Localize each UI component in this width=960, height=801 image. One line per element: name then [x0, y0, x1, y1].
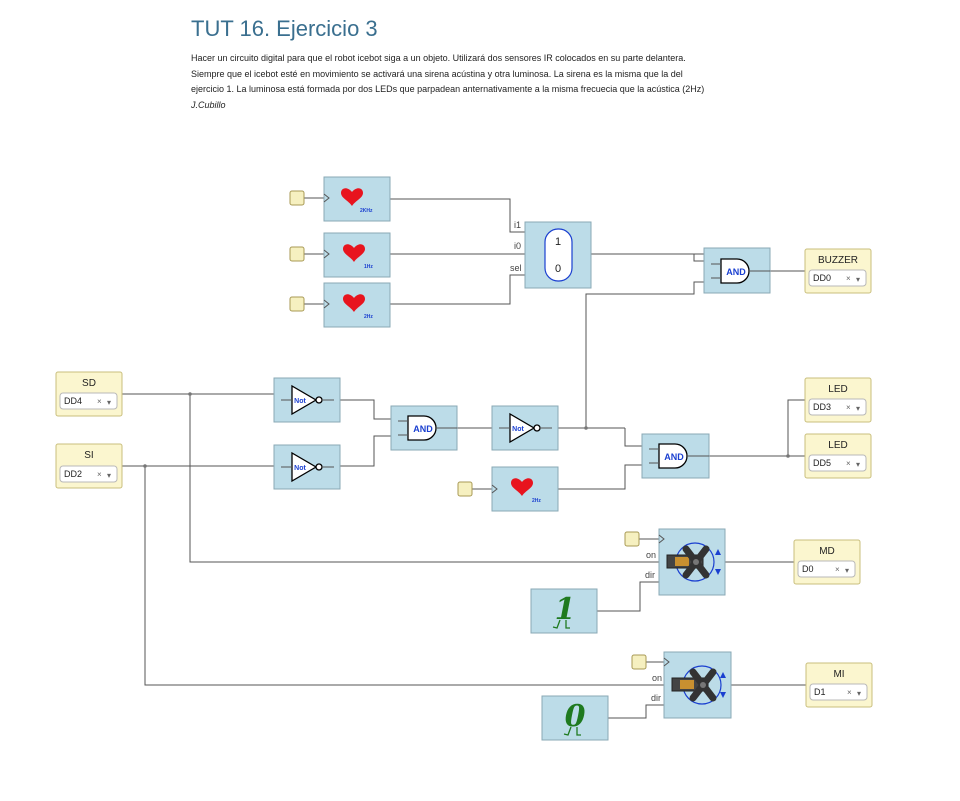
and-gate-leds[interactable]: AND: [641, 433, 710, 479]
pin-title: BUZZER: [818, 255, 858, 266]
not-gate-si[interactable]: Not: [273, 444, 341, 490]
pin-value: DD3: [813, 402, 831, 412]
constant-value: 1: [555, 592, 576, 627]
clock-2hz-b[interactable]: 2Hz: [491, 466, 559, 512]
mux-sel-label: sel: [510, 263, 522, 273]
chevron-down-icon[interactable]: ▾: [856, 275, 860, 284]
clear-icon[interactable]: ×: [97, 397, 102, 406]
clear-icon[interactable]: ×: [846, 403, 851, 412]
clock-label: 2KHz: [360, 208, 373, 214]
mux-top-label: 1: [555, 236, 561, 248]
not-label: Not: [512, 426, 524, 433]
chevron-down-icon[interactable]: ▾: [107, 398, 111, 407]
clock-enable-4[interactable]: [457, 481, 473, 497]
pin-title: MI: [833, 669, 844, 680]
pin-select[interactable]: [808, 269, 867, 287]
clock-2khz[interactable]: 2KHz: [323, 176, 391, 222]
output-led-1[interactable]: LED DD3 × ▾: [804, 377, 872, 423]
pin-value: D0: [802, 564, 814, 574]
pin-value: DD4: [64, 396, 82, 406]
clear-icon[interactable]: ×: [847, 688, 852, 697]
servo-mi-enable[interactable]: [631, 654, 647, 670]
clock-label: 2Hz: [532, 498, 541, 504]
clear-icon[interactable]: ×: [846, 274, 851, 283]
output-buzzer[interactable]: BUZZER DD0 × ▾: [804, 248, 872, 294]
not-gate-sd[interactable]: Not: [273, 377, 341, 423]
page-title: TUT 16. Ejercicio 3: [191, 16, 378, 41]
pin-select[interactable]: [59, 392, 118, 410]
input-sd[interactable]: SD DD4 × ▾: [55, 371, 123, 417]
servo-md[interactable]: on dir: [645, 528, 726, 596]
description-line-2: Siempre que el icebot esté en movimiento…: [191, 68, 683, 79]
servo-dir-label: dir: [651, 693, 661, 703]
not-gate-center[interactable]: Not: [491, 405, 559, 451]
servo-mi[interactable]: on dir: [651, 651, 732, 719]
mux-in1-label: i1: [514, 220, 521, 230]
mux-in0-label: i0: [514, 241, 521, 251]
pin-select[interactable]: [59, 465, 118, 483]
pin-select[interactable]: [797, 560, 856, 578]
pin-title: SD: [82, 378, 96, 389]
pin-title: LED: [828, 440, 847, 451]
pin-value: DD2: [64, 469, 82, 479]
clear-icon[interactable]: ×: [846, 459, 851, 468]
constant-value: 0: [565, 699, 586, 734]
and-label: AND: [413, 424, 433, 434]
servo-dir-label: dir: [645, 570, 655, 580]
input-si[interactable]: SI DD2 × ▾: [55, 443, 123, 489]
chevron-down-icon[interactable]: ▾: [856, 404, 860, 413]
and-label: AND: [726, 267, 746, 277]
and-gate-buzzer[interactable]: AND: [703, 247, 771, 294]
clock-enable-3[interactable]: [289, 296, 305, 312]
chevron-down-icon[interactable]: ▾: [857, 689, 861, 698]
pin-value: D1: [814, 687, 826, 697]
and-gate-sensors[interactable]: AND: [390, 405, 458, 451]
pin-select[interactable]: [808, 454, 867, 472]
description-line-1: Hacer un circuito digital para que el ro…: [191, 53, 686, 63]
output-mi[interactable]: MI D1 × ▾: [805, 662, 873, 708]
constant-one[interactable]: 1: [530, 588, 598, 634]
pin-select[interactable]: [809, 683, 868, 701]
constant-zero[interactable]: 0: [541, 695, 609, 741]
servo-on-label: on: [652, 673, 662, 683]
wires: [122, 197, 806, 719]
clear-icon[interactable]: ×: [835, 565, 840, 574]
mux-bottom-label: 0: [555, 263, 561, 275]
and-label: AND: [664, 452, 684, 462]
multiplexer[interactable]: 1 0 i1 i0 sel: [510, 220, 592, 289]
pin-title: LED: [828, 384, 847, 395]
pin-title: SI: [84, 450, 93, 461]
servo-on-label: on: [646, 550, 656, 560]
clear-icon[interactable]: ×: [97, 470, 102, 479]
clock-enable-2[interactable]: [289, 246, 305, 262]
chevron-down-icon[interactable]: ▾: [107, 471, 111, 480]
author: J.Cubillo: [191, 100, 226, 110]
pin-value: DD5: [813, 458, 831, 468]
description-line-3: ejercicio 1. La luminosa está formada po…: [191, 84, 705, 94]
chevron-down-icon[interactable]: ▾: [856, 460, 860, 469]
output-led-2[interactable]: LED DD5 × ▾: [804, 433, 872, 479]
clock-label: 2Hz: [364, 314, 373, 320]
output-md[interactable]: MD D0 × ▾: [793, 539, 861, 585]
pin-value: DD0: [813, 273, 831, 283]
not-label: Not: [294, 465, 306, 472]
clock-label: 1Hz: [364, 264, 373, 270]
clock-1hz[interactable]: 1Hz: [323, 232, 391, 278]
clock-2hz-a[interactable]: 2Hz: [323, 282, 391, 328]
pin-title: MD: [819, 546, 835, 557]
servo-md-enable[interactable]: [624, 531, 640, 547]
description: Hacer un circuito digital para que el ro…: [191, 51, 791, 98]
not-label: Not: [294, 398, 306, 405]
chevron-down-icon[interactable]: ▾: [845, 566, 849, 575]
pin-select[interactable]: [808, 398, 867, 416]
clock-enable-1[interactable]: [289, 190, 305, 206]
